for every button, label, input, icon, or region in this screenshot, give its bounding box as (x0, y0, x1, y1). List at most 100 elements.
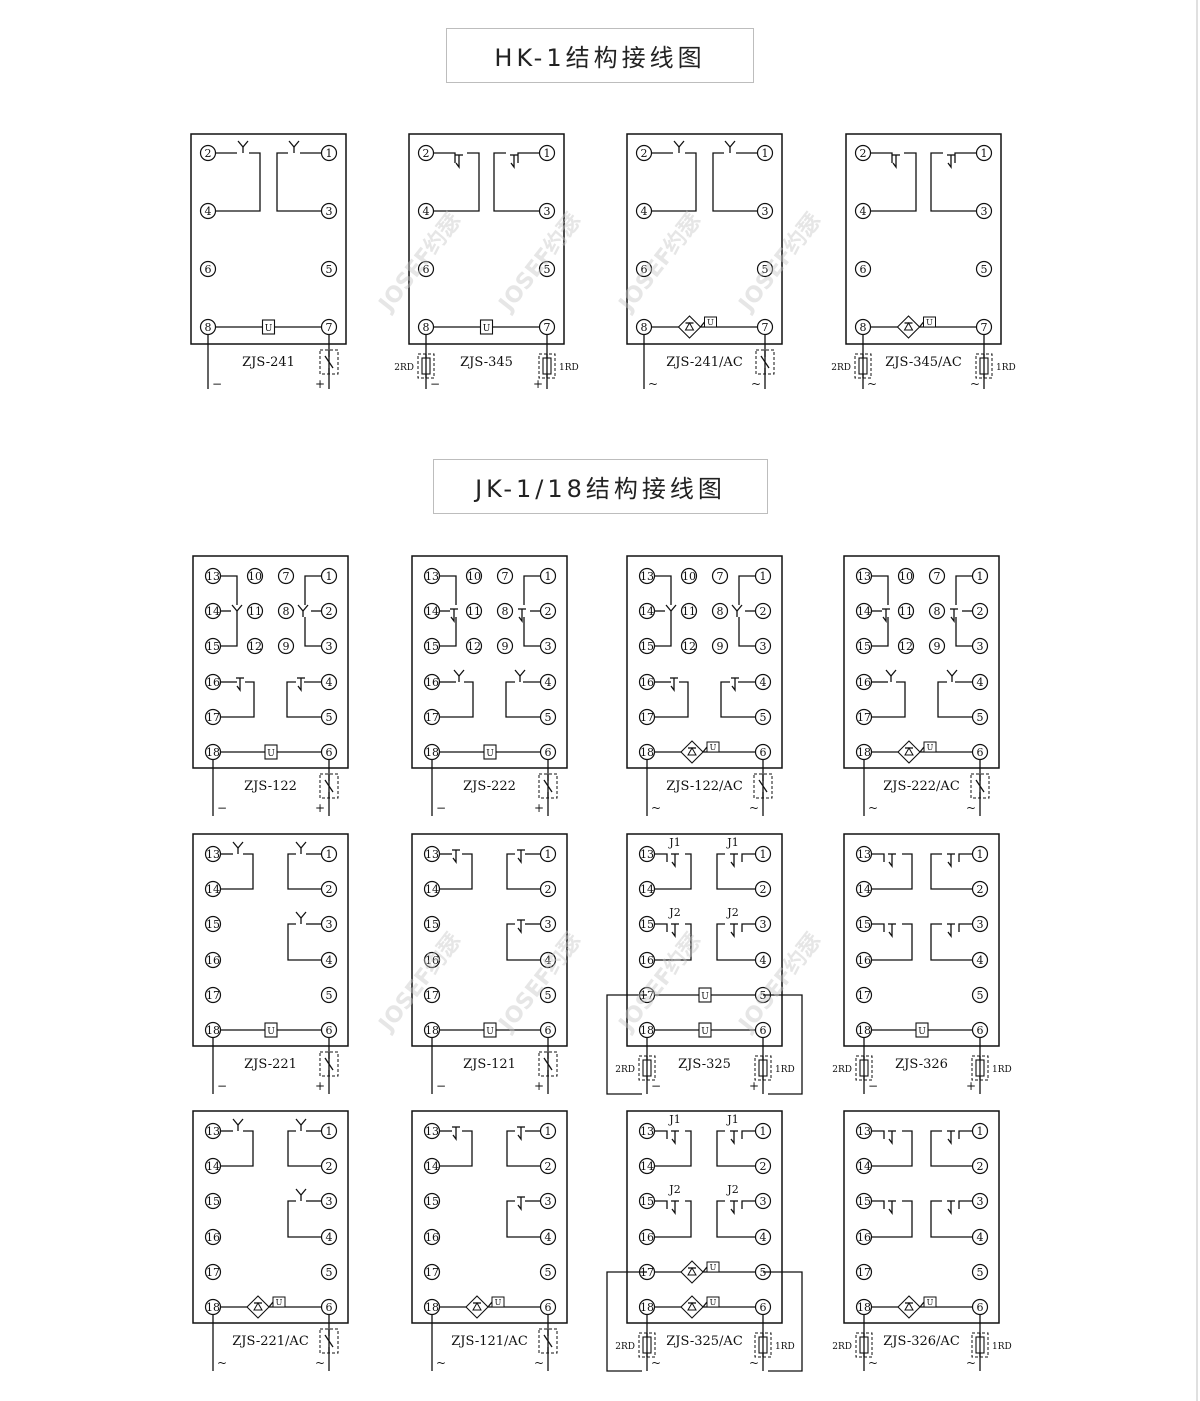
diode-icon (903, 321, 914, 331)
terminal-1 (971, 845, 989, 863)
terminal-6 (320, 1021, 338, 1039)
terminal-number: 17 (640, 711, 654, 724)
terminal-number: 16 (857, 954, 871, 967)
terminal-number: 18 (857, 746, 871, 759)
terminal-number: 14 (857, 1160, 871, 1173)
terminal-13 (204, 567, 222, 585)
break-contact (671, 924, 676, 938)
terminal-2 (971, 602, 989, 620)
terminal-18 (855, 1298, 873, 1316)
polarity-plus: ~ (966, 1356, 976, 1370)
break-contact (888, 924, 893, 938)
break-contact (947, 1201, 952, 1215)
coil-u (483, 1022, 497, 1038)
polarity-minus: − (436, 801, 446, 815)
terminal-number: 13 (425, 1125, 439, 1138)
scrollbar-track[interactable] (1196, 0, 1198, 1401)
wire (286, 681, 321, 718)
wire (871, 152, 893, 163)
polarity-plus: + (315, 377, 325, 391)
terminal-number: 14 (640, 883, 654, 896)
terminal-number: 16 (857, 676, 871, 689)
terminal-number: 11 (248, 605, 262, 618)
terminal-number: 13 (206, 1125, 220, 1138)
terminal-number: 6 (205, 263, 212, 276)
terminal-number: 6 (641, 263, 648, 276)
terminal-number: 3 (981, 205, 988, 218)
terminal-17 (204, 1263, 222, 1281)
relay-label: J1 (668, 836, 680, 849)
terminal-15 (423, 1192, 441, 1210)
model-label-zjs-222-ac: ZJS-222/AC (883, 779, 960, 794)
coil-u-label: U (267, 749, 275, 759)
terminal-number: 2 (423, 147, 430, 160)
break-contact (947, 155, 952, 169)
wire (871, 152, 917, 212)
coil-u (698, 987, 712, 1003)
terminal-1 (539, 845, 557, 863)
terminal-number: 1 (545, 570, 552, 583)
relay-outline (843, 1110, 1000, 1324)
terminal-7 (277, 567, 295, 585)
terminal-13 (638, 845, 656, 863)
wire (720, 681, 755, 718)
relay-outline (192, 555, 349, 769)
model-label-zjs-345: ZJS-345 (460, 355, 513, 370)
terminal-number: 4 (760, 676, 767, 689)
terminal-1 (754, 567, 772, 585)
terminal-number: 14 (640, 605, 654, 618)
wire (716, 1200, 755, 1238)
terminal-number: 5 (545, 989, 552, 1002)
terminal-number: 7 (283, 570, 290, 583)
terminal-2 (971, 880, 989, 898)
coil-u-label: U (701, 992, 709, 1002)
terminal-7 (320, 318, 338, 336)
terminal-number: 5 (326, 711, 333, 724)
terminal-3 (320, 637, 338, 655)
wire (741, 853, 755, 862)
terminal-number: 3 (545, 918, 552, 931)
terminal-3 (754, 637, 772, 655)
break-contact (888, 1131, 893, 1145)
switch-contact (324, 779, 334, 793)
terminal-4 (754, 1228, 772, 1246)
terminal-13 (855, 567, 873, 585)
break-contact (950, 609, 955, 623)
coil-u (479, 319, 494, 335)
terminal-18 (638, 1298, 656, 1316)
terminal-number: 3 (762, 205, 769, 218)
terminal-number: 16 (425, 954, 439, 967)
terminal-number: 18 (206, 1024, 220, 1037)
fuse-label-2rd: 2RD (832, 1342, 852, 1352)
terminal-18 (638, 743, 656, 761)
terminal-18 (204, 1021, 222, 1039)
terminal-6 (971, 1021, 989, 1039)
model-label-zjs-121: ZJS-121 (463, 1057, 516, 1072)
wire (655, 923, 692, 961)
wire (919, 746, 925, 753)
terminal-number: 7 (717, 570, 724, 583)
terminal-number: 6 (760, 1024, 767, 1037)
terminal-4 (539, 1228, 557, 1246)
relay-outline (845, 133, 1002, 345)
terminal-10 (680, 567, 698, 585)
terminal-13 (423, 1122, 441, 1140)
terminal-11 (246, 602, 264, 620)
terminal-number: 4 (326, 1231, 333, 1244)
terminal-number: 2 (545, 605, 552, 618)
terminal-number: 14 (206, 1160, 220, 1173)
terminal-6 (754, 743, 772, 761)
polarity-minus: − (868, 1079, 878, 1093)
terminal-16 (855, 1228, 873, 1246)
wire (434, 152, 480, 212)
terminal-14 (204, 602, 222, 620)
terminal-number: 4 (860, 205, 867, 218)
terminal-2 (320, 880, 338, 898)
terminal-5 (320, 260, 338, 278)
terminal-18 (855, 1021, 873, 1039)
terminal-5 (320, 708, 338, 726)
terminal-number: 9 (283, 640, 290, 653)
